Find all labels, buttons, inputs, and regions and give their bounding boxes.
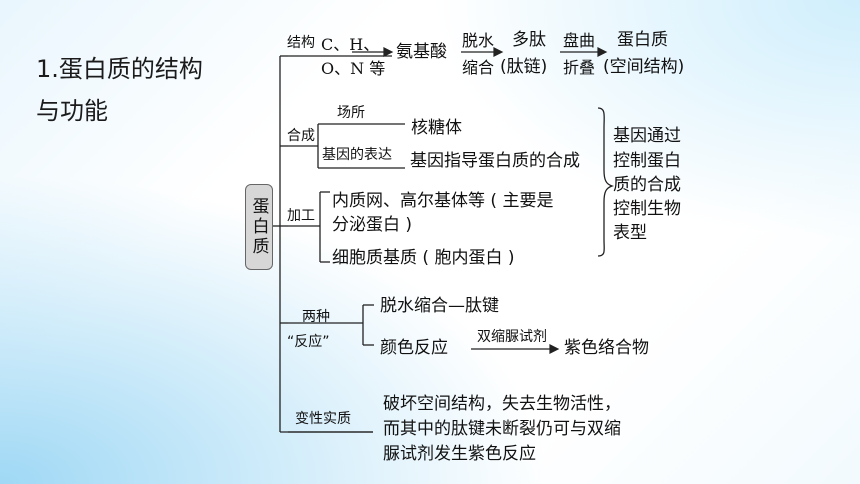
- structure-elements-a: C、H、: [321, 35, 380, 54]
- reactions-item1: 脱水缩合—肽键: [380, 296, 499, 316]
- structure-step2-top: 盘曲: [563, 31, 596, 50]
- gene-control-line-3: 质的合成: [613, 175, 681, 195]
- denaturation-line-1: 破坏空间结构，失去生物活性，: [383, 394, 621, 414]
- denaturation-label: 变性实质: [295, 411, 351, 427]
- page-title-line2: 与功能: [36, 97, 108, 125]
- reactions-item2-right: 紫色络合物: [564, 338, 649, 358]
- processing-label: 加工: [287, 208, 315, 224]
- denaturation-line-2: 而其中的肽键未断裂仍可与双缩: [383, 419, 621, 439]
- page-title-line1: 1.蛋白质的结构: [36, 55, 203, 83]
- synthesis-site-value: 核糖体: [411, 118, 462, 138]
- reactions-label-bottom: “反应”: [287, 334, 330, 350]
- reactions-label-top: 两种: [302, 309, 330, 325]
- structure-step2-bottom: 折叠: [563, 58, 596, 77]
- structure-amino-acid: 氨基酸: [396, 42, 447, 62]
- synthesis-label: 合成: [287, 128, 315, 144]
- structure-step1-top: 脱水: [462, 31, 495, 50]
- gene-control-line-2: 控制蛋白: [613, 151, 681, 171]
- gene-control-line-1: 基因通过: [613, 126, 681, 146]
- reactions-item2-arrow-label: 双缩脲试剂: [477, 329, 547, 345]
- gene-control-line-4: 控制生物: [613, 199, 681, 219]
- root-box-protein: 蛋白质: [245, 184, 273, 270]
- structure-elements-b: O、N 等: [321, 59, 386, 78]
- structure-protein-top: 蛋白质: [617, 30, 668, 50]
- synthesis-site-label: 场所: [337, 105, 365, 121]
- synthesis-gene-label: 基因的表达: [322, 147, 392, 163]
- gene-control-line-5: 表型: [613, 223, 647, 243]
- structure-peptide-bottom: (肽链): [500, 57, 548, 77]
- structure-peptide-top: 多肽: [512, 30, 546, 50]
- processing-item1-line2: 分泌蛋白 ): [332, 215, 413, 235]
- synthesis-gene-value: 基因指导蛋白质的合成: [410, 151, 580, 171]
- root-label: 蛋白质: [248, 197, 269, 257]
- processing-item1-line1: 内质网、高尔基体等 ( 主要是: [332, 191, 554, 211]
- denaturation-line-3: 脲试剂发生紫色反应: [383, 444, 536, 464]
- structure-protein-bottom: (空间结构): [603, 57, 685, 77]
- structure-step1-bottom: 缩合: [462, 58, 495, 77]
- structure-label: 结构: [287, 35, 315, 51]
- processing-item2: 细胞质基质 ( 胞内蛋白 ): [332, 248, 515, 268]
- reactions-item2-left: 颜色反应: [380, 338, 448, 358]
